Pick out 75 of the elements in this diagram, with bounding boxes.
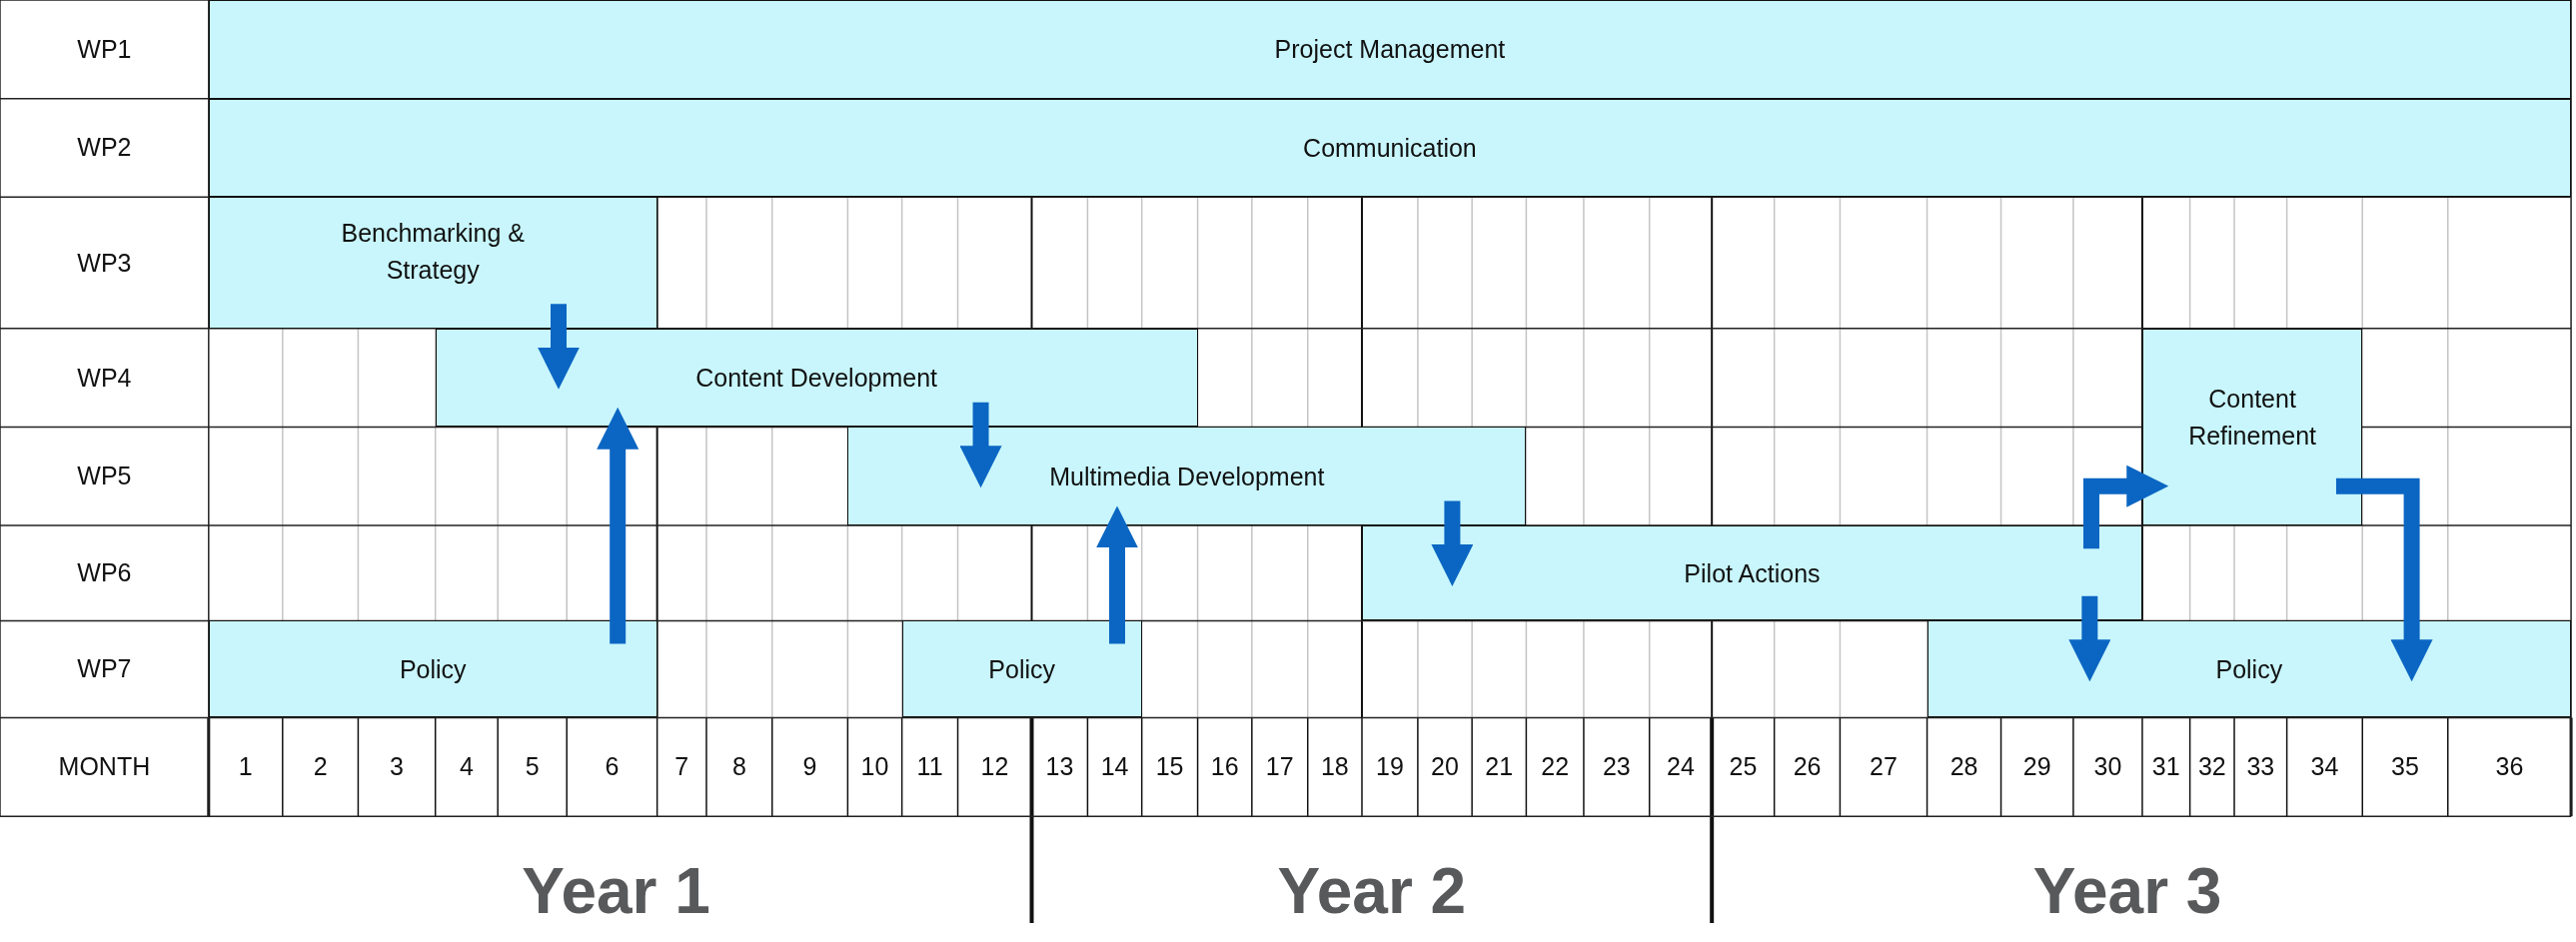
- arrow: [1096, 505, 1138, 644]
- bar-label: Communication: [1303, 132, 1477, 164]
- row-label: WP1: [77, 34, 132, 64]
- month-number: 29: [2022, 752, 2051, 782]
- month-number: 10: [860, 752, 889, 782]
- month-number: 22: [1541, 752, 1570, 782]
- month-number: 35: [2391, 752, 2419, 782]
- column-header: MONTH: [58, 752, 151, 782]
- month-number: 25: [1729, 752, 1758, 782]
- year-label: Year 2: [1277, 853, 1467, 928]
- task-bar: [2141, 328, 2363, 526]
- month-number: 13: [1045, 752, 1074, 782]
- month-number: 33: [2246, 752, 2275, 782]
- month-number: 23: [1602, 752, 1631, 782]
- month-number: 31: [2151, 752, 2180, 782]
- arrow: [2068, 595, 2111, 682]
- month-number: 7: [674, 752, 689, 782]
- arrow: [1431, 500, 1474, 586]
- bar-label: Content Development: [695, 363, 938, 394]
- row-label: WP5: [77, 462, 132, 491]
- month-number: 19: [1376, 752, 1404, 782]
- month-number: 18: [1320, 752, 1349, 782]
- year-label: Year 1: [522, 853, 710, 928]
- task-bar: [208, 0, 2572, 99]
- task-bar: [1927, 620, 2572, 718]
- bar-label: Pilot Actions: [1684, 557, 1821, 589]
- row-label: WP4: [77, 363, 132, 393]
- month-number: 1: [238, 752, 253, 782]
- month-number: 3: [390, 752, 404, 782]
- task-bar: [208, 98, 2572, 198]
- month-number: 8: [731, 752, 746, 782]
- arrow: [2335, 477, 2433, 682]
- arrow: [538, 304, 580, 390]
- month-number: 12: [980, 752, 1009, 782]
- bar-label: Policy: [988, 653, 1055, 685]
- bar-label: Multimedia Development: [1049, 461, 1325, 492]
- month-number: 30: [2093, 752, 2122, 782]
- month-number: 34: [2310, 752, 2339, 782]
- month-number: 21: [1485, 752, 1514, 782]
- month-number: 32: [2197, 752, 2226, 782]
- month-number: 9: [802, 752, 817, 782]
- task-bar: [901, 620, 1142, 718]
- month-number: 16: [1210, 752, 1239, 782]
- bar-label: Project Management: [1274, 34, 1506, 66]
- task-bar: [847, 427, 1527, 526]
- month-number: 26: [1793, 752, 1822, 782]
- month-number: 2: [313, 752, 328, 782]
- month-number: 5: [525, 752, 540, 782]
- month-number: 6: [605, 752, 620, 782]
- task-bar: [208, 197, 657, 329]
- month-number: 36: [2495, 752, 2524, 782]
- bar-label: Policy: [2215, 653, 2283, 685]
- bar-label: Policy: [399, 653, 467, 685]
- arrow: [597, 407, 640, 644]
- arrow: [959, 402, 1002, 488]
- row-label: WP7: [77, 654, 132, 684]
- arrow: [2083, 465, 2169, 549]
- month-number: 15: [1155, 752, 1184, 782]
- task-bar: [1362, 525, 2142, 621]
- month-number: 4: [459, 752, 474, 782]
- year-label: Year 3: [2032, 853, 2222, 928]
- task-bar: [435, 328, 1198, 428]
- month-number: 14: [1100, 752, 1129, 782]
- month-number: 20: [1431, 752, 1459, 782]
- bar-label: Benchmarking & Strategy: [340, 218, 526, 286]
- month-number: 11: [916, 752, 943, 782]
- month-number: 28: [1949, 752, 1978, 782]
- bar-label: Content Refinement: [2187, 384, 2317, 452]
- row-label: WP2: [77, 133, 132, 163]
- month-number: 17: [1265, 752, 1294, 782]
- row-label: WP3: [77, 248, 132, 278]
- month-number: 24: [1667, 752, 1695, 782]
- row-label: WP6: [77, 558, 132, 588]
- task-bar: [208, 620, 657, 718]
- month-number: 27: [1870, 752, 1898, 782]
